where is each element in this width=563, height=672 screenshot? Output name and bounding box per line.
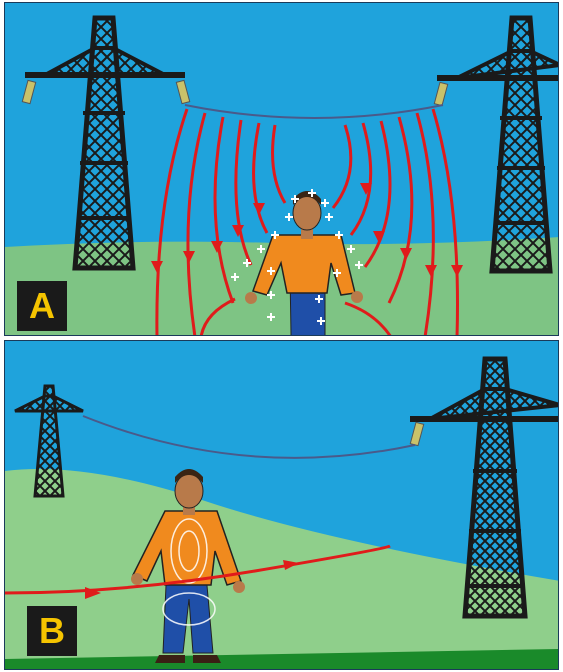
panel-label-a-text: A <box>29 288 55 324</box>
panel-b: B <box>4 340 559 670</box>
panel-label-a: A <box>17 281 67 331</box>
panel-label-b-text: B <box>39 613 65 649</box>
panel-label-b: B <box>27 606 77 656</box>
panel-a-illustration <box>5 3 559 336</box>
panel-a: A <box>4 2 559 336</box>
panel-b-illustration <box>5 341 559 670</box>
